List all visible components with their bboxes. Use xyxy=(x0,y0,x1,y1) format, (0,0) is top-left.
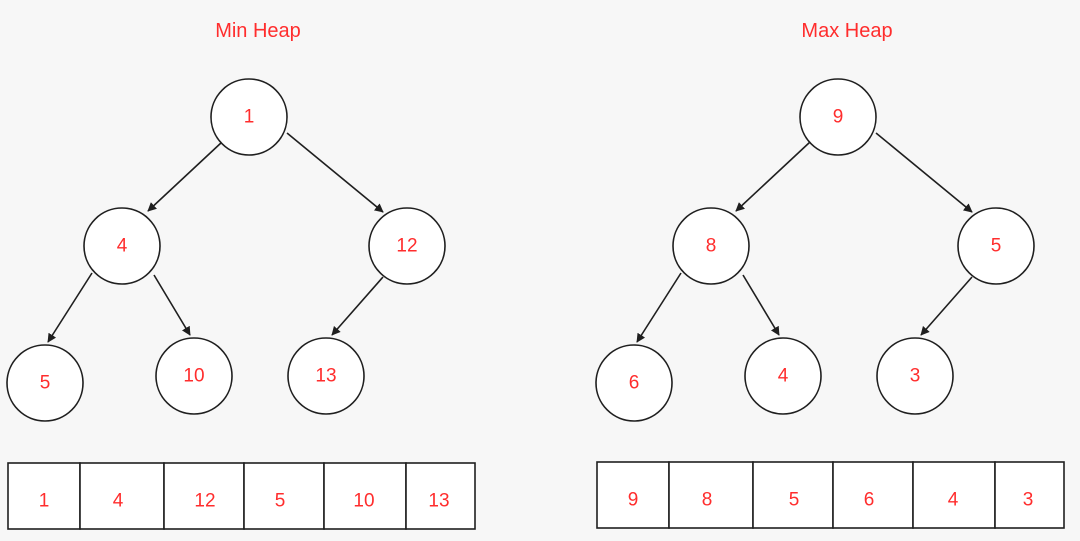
array-cell: 8 xyxy=(668,461,754,529)
tree-node: 3 xyxy=(876,337,954,415)
min-heap: Min Heap 1 4 12 5 10 xyxy=(6,20,476,530)
array-value: 5 xyxy=(275,491,286,512)
array-cell: 9 xyxy=(596,461,670,529)
node-value: 13 xyxy=(315,366,336,387)
array-value: 1 xyxy=(39,491,50,512)
array-cell: 3 xyxy=(994,461,1065,529)
edge-12-13 xyxy=(331,276,384,336)
edge-1-4 xyxy=(147,141,223,212)
node-value: 1 xyxy=(244,107,255,128)
max-heap-array: 9 8 5 6 4 3 xyxy=(596,461,1065,529)
node-value: 6 xyxy=(629,373,640,394)
tree-node: 4 xyxy=(744,337,822,415)
array-value: 10 xyxy=(353,491,374,512)
array-value: 4 xyxy=(113,491,124,512)
array-value: 3 xyxy=(1023,490,1034,511)
tree-node: 4 xyxy=(83,207,161,285)
node-value: 3 xyxy=(910,366,921,387)
array-cell: 13 xyxy=(405,462,476,530)
array-cell: 4 xyxy=(912,461,996,529)
tree-node: 8 xyxy=(672,207,750,285)
tree-node: 5 xyxy=(6,344,84,422)
max-heap-title: Max Heap xyxy=(801,20,892,42)
array-cell: 5 xyxy=(752,461,834,529)
node-value: 5 xyxy=(40,373,51,394)
array-cell: 6 xyxy=(832,461,914,529)
array-value: 12 xyxy=(194,491,215,512)
tree-node: 12 xyxy=(368,207,446,285)
array-cell: 1 xyxy=(7,462,81,530)
max-heap-edges xyxy=(636,132,973,343)
tree-node: 13 xyxy=(287,337,365,415)
array-value: 9 xyxy=(628,490,639,511)
min-heap-array: 1 4 12 5 10 13 xyxy=(7,462,476,530)
array-value: 4 xyxy=(948,490,959,511)
node-value: 8 xyxy=(706,236,717,257)
node-value: 4 xyxy=(778,366,789,387)
node-value: 9 xyxy=(833,107,844,128)
array-value: 8 xyxy=(702,490,713,511)
node-value: 10 xyxy=(183,366,204,387)
tree-node: 9 xyxy=(799,78,877,156)
node-value: 5 xyxy=(991,236,1002,257)
array-value: 5 xyxy=(789,490,800,511)
tree-node: 6 xyxy=(595,344,673,422)
tree-node: 5 xyxy=(957,207,1035,285)
edge-8-6 xyxy=(636,272,682,343)
edge-4-5 xyxy=(47,272,93,343)
edge-9-5 xyxy=(875,132,973,213)
edge-5-3 xyxy=(920,276,973,336)
array-cell: 12 xyxy=(163,462,245,530)
edge-4-10 xyxy=(153,274,191,336)
array-value: 13 xyxy=(428,491,449,512)
array-cell: 10 xyxy=(323,462,407,530)
edge-9-8 xyxy=(735,141,811,212)
tree-node: 10 xyxy=(155,337,233,415)
edge-1-12 xyxy=(286,132,384,213)
tree-node: 1 xyxy=(210,78,288,156)
max-heap: Max Heap 9 8 5 6 4 3 xyxy=(595,20,1065,529)
array-cell: 5 xyxy=(243,462,325,530)
array-cell: 4 xyxy=(79,462,165,530)
edge-8-4 xyxy=(742,274,780,336)
node-value: 12 xyxy=(396,236,417,257)
array-value: 6 xyxy=(864,490,875,511)
min-heap-edges xyxy=(47,132,384,343)
min-heap-title: Min Heap xyxy=(215,20,301,42)
node-value: 4 xyxy=(117,236,128,257)
